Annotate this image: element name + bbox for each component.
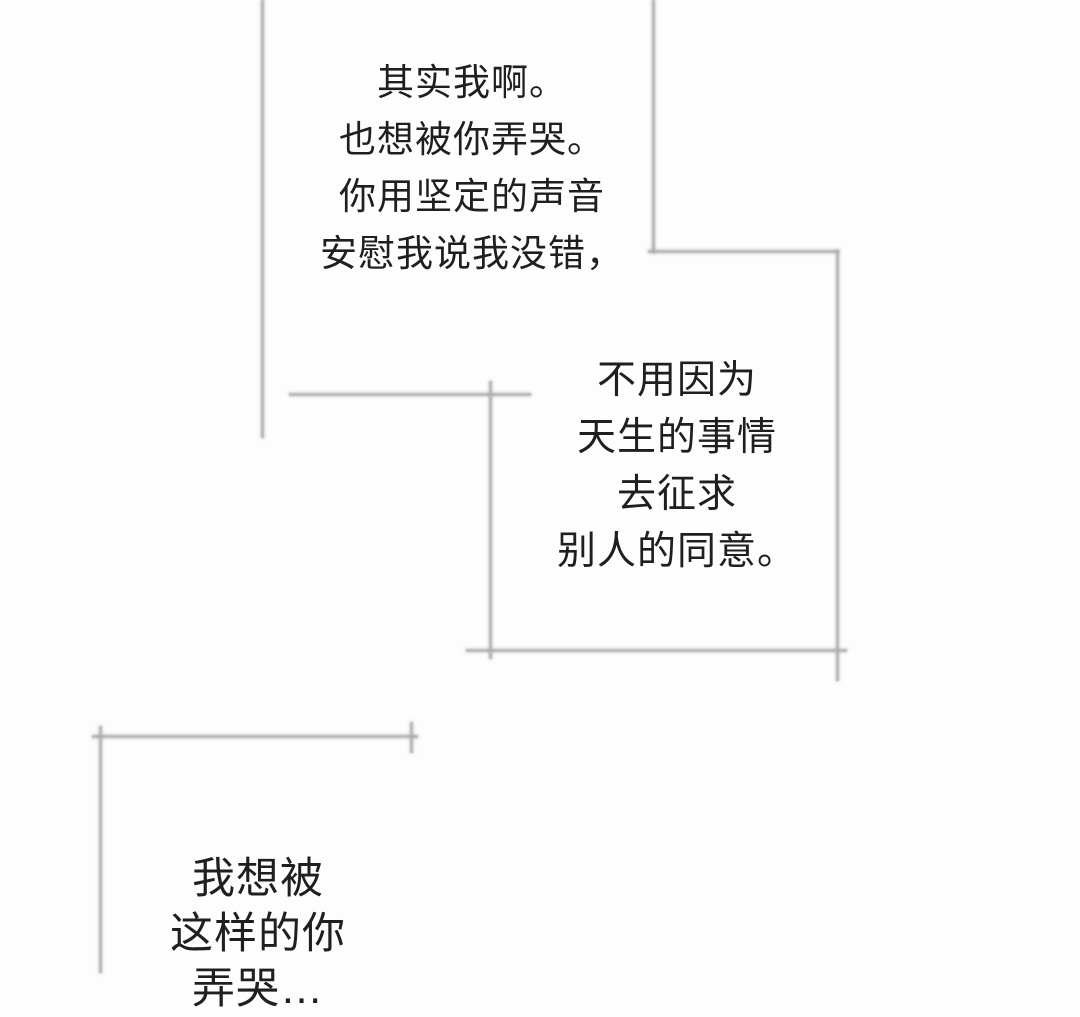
panel-2-bottom-border — [466, 649, 847, 652]
panel-3-left-border — [99, 726, 102, 973]
panel-1-right-border — [652, 0, 655, 253]
dialogue-line: 这样的你 — [170, 910, 346, 958]
dialogue-line: 弄哭… — [192, 965, 324, 1013]
panel-2-right-border — [836, 250, 839, 681]
dialogue-line: 去征求 — [616, 473, 738, 516]
panel-1-bottom-border — [289, 393, 531, 396]
panel-2-top-border — [648, 250, 839, 253]
top-speech-text: 其实我啊。 也想被你弄哭。 你用坚定的声音 安慰我说我没错， — [320, 54, 624, 282]
middle-speech-text: 不用因为 天生的事情 去征求 别人的同意。 — [557, 352, 797, 580]
dialogue-line: 其实我啊。 — [377, 62, 567, 103]
bottom-speech-text: 我想被 这样的你 弄哭… — [170, 852, 346, 1017]
panel-3-right-border — [410, 722, 413, 753]
dialogue-line: 不用因为 — [596, 359, 758, 402]
panel-3-top-border — [92, 735, 418, 738]
panel-2-left-border — [489, 381, 492, 659]
panel-1-left-border — [261, 0, 264, 438]
dialogue-line: 我想被 — [192, 855, 324, 903]
dialogue-line: 你用坚定的声音 — [339, 176, 605, 217]
dialogue-line: 也想被你弄哭。 — [339, 119, 605, 160]
comic-page: 其实我啊。 也想被你弄哭。 你用坚定的声音 安慰我说我没错， 不用因为 天生的事… — [92, 0, 847, 1013]
dialogue-line: 安慰我说我没错， — [320, 233, 624, 274]
dialogue-line: 别人的同意。 — [556, 530, 798, 573]
dialogue-line: 天生的事情 — [576, 416, 778, 459]
